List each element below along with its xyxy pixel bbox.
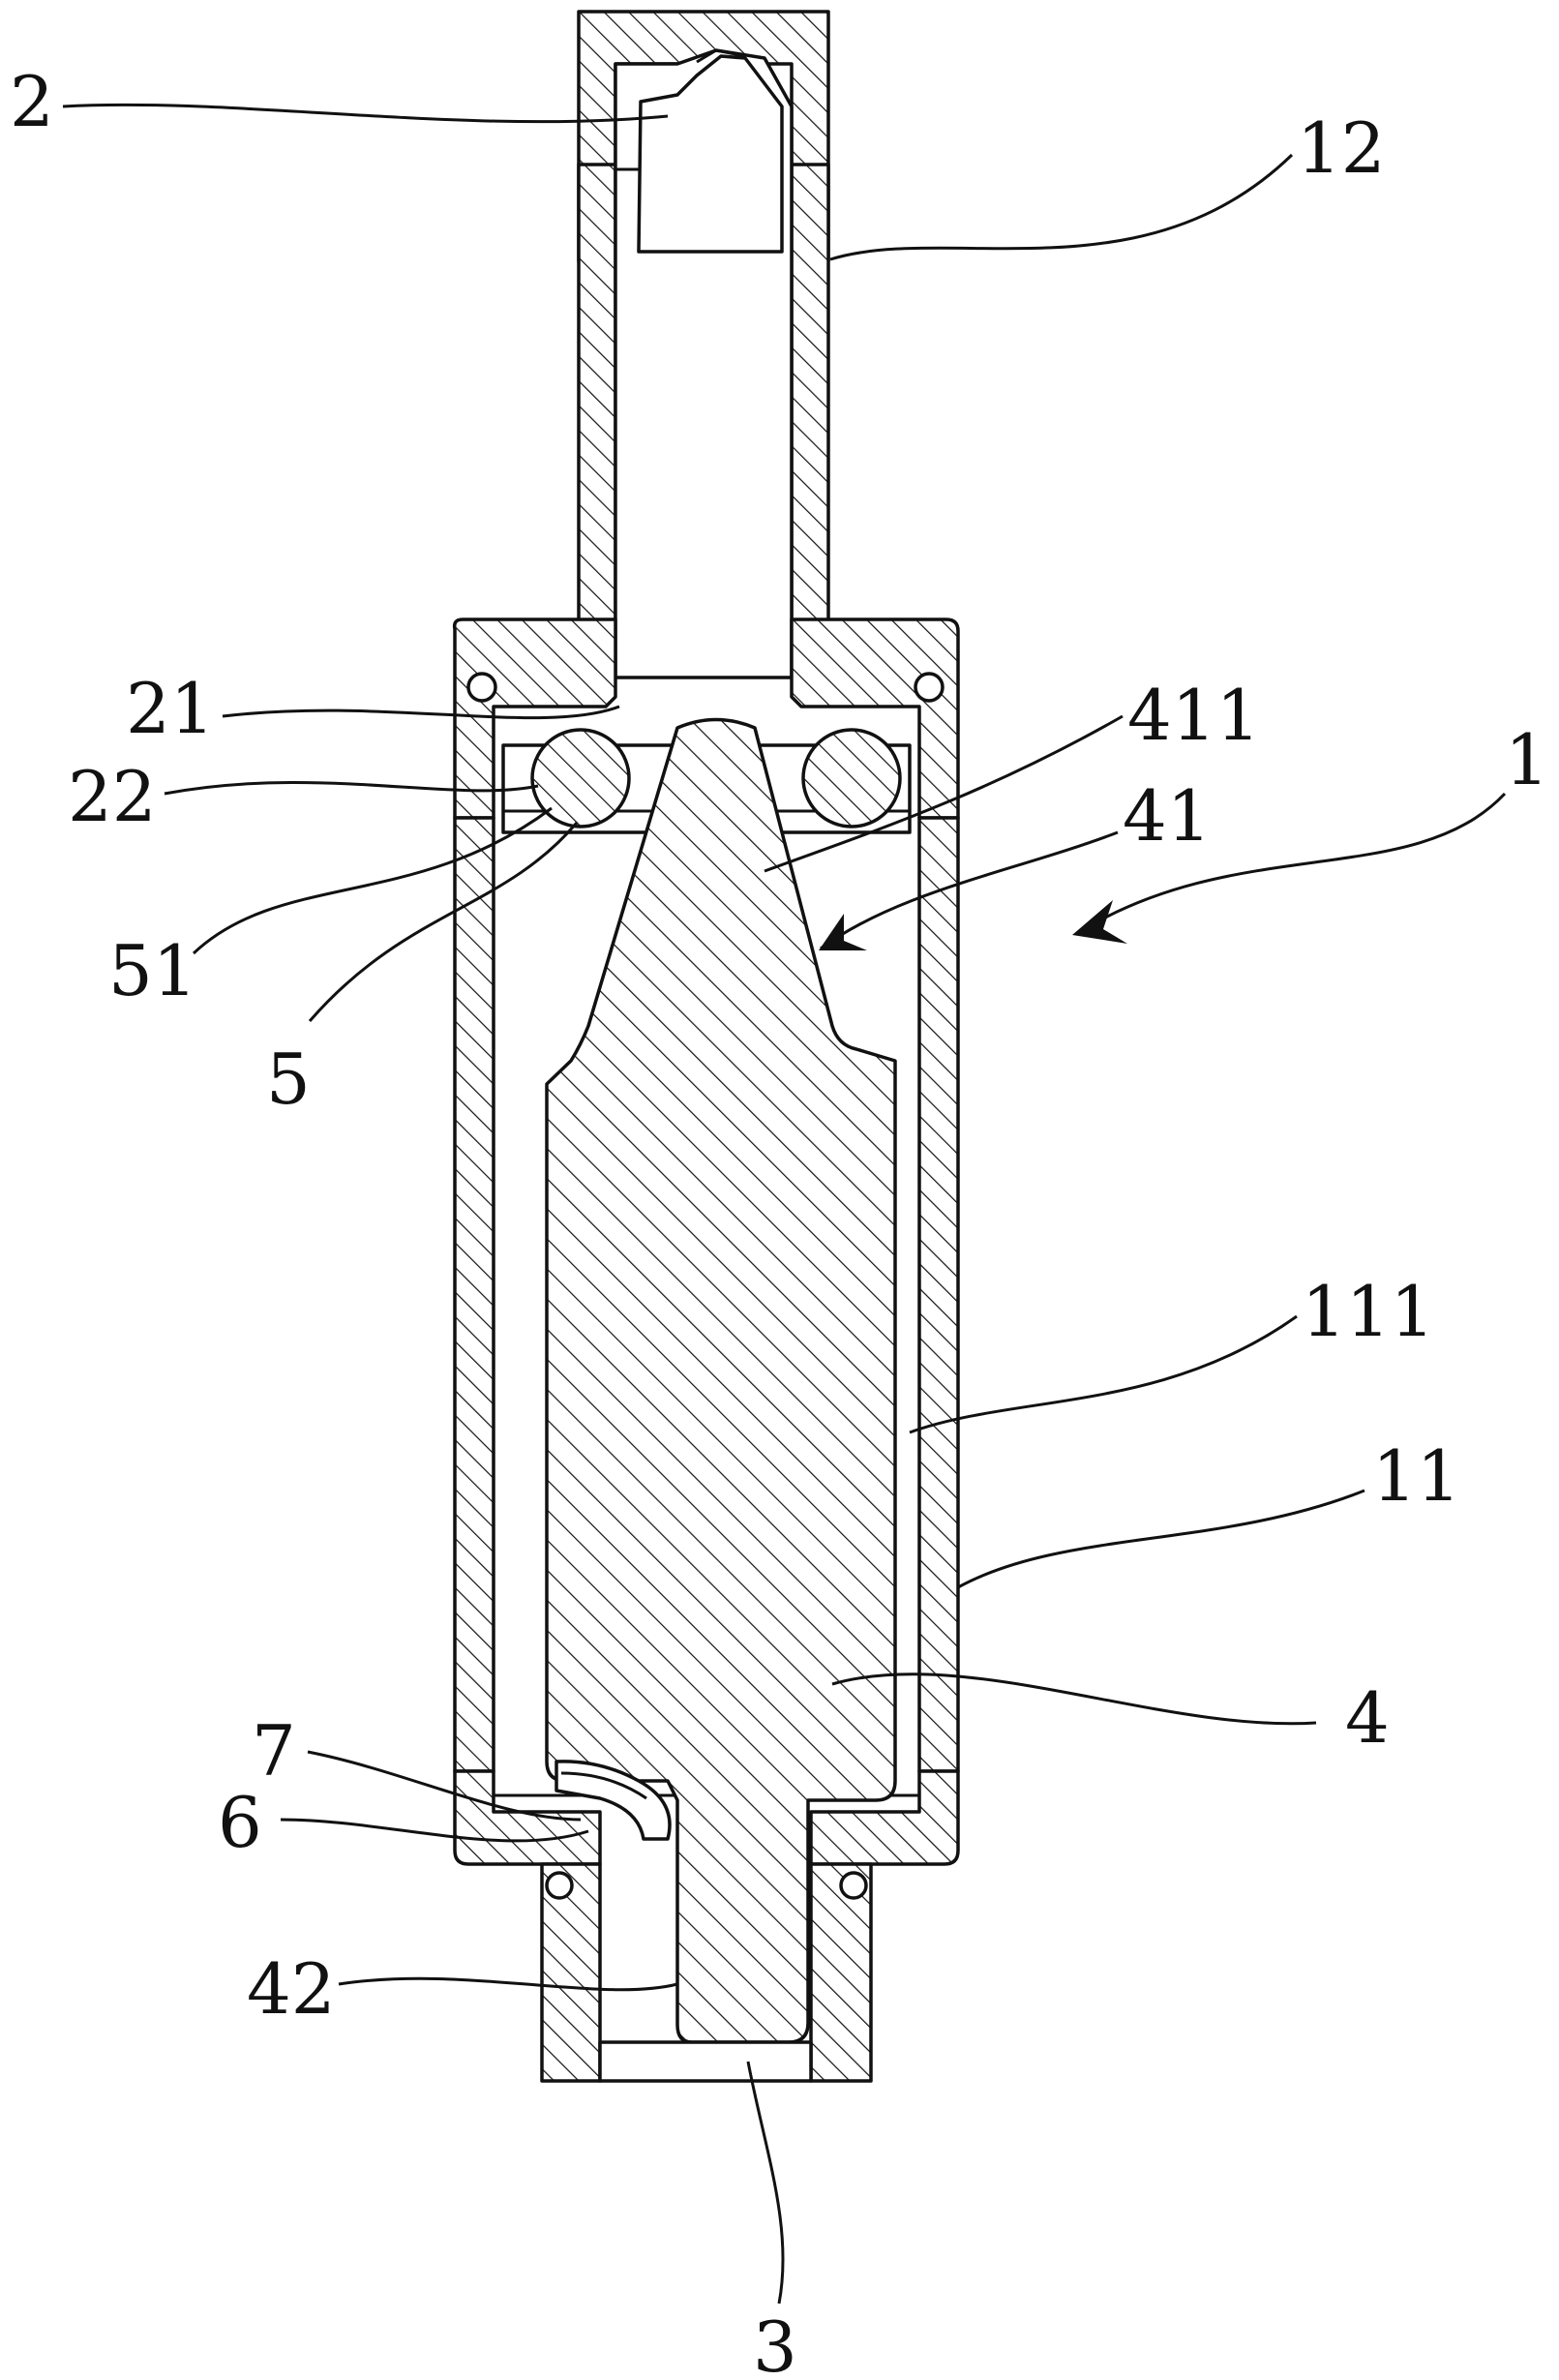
nozzle-3 [540,1862,873,2083]
leader-5 [308,822,579,1022]
leader-6 [280,1818,589,1843]
label-5: 5 [266,1039,311,1120]
label-51: 51 [108,930,197,1011]
label-22: 22 [68,756,157,837]
cylinder-right-wall [917,816,960,1773]
pin-body [637,54,784,254]
label-6: 6 [218,1782,262,1863]
ball-right [801,728,902,828]
ball-left [530,728,631,828]
leader-7 [307,1750,582,1822]
plunger-body [545,717,897,2044]
nozzle-right [809,1862,873,2083]
leader-11 [957,1489,1365,1589]
label-12: 12 [1297,107,1386,189]
leader-2 [62,103,669,124]
clip-6-7 [555,1760,672,1841]
label-2: 2 [10,61,54,142]
label-411: 411 [1127,675,1260,756]
leader-3 [746,2061,785,2305]
label-4: 4 [1345,1677,1390,1759]
label-42: 42 [247,1948,336,2030]
leader-51 [192,806,553,955]
leader-41 [820,830,1119,950]
label-111: 111 [1302,1271,1434,1352]
label-11: 11 [1372,1435,1461,1517]
labels: 2 12 21 411 1 22 41 51 5 111 11 4 7 6 42… [10,61,1549,2380]
arrow-head-1 [1072,900,1127,944]
shoulder-left [452,618,617,820]
label-41: 41 [1123,775,1212,857]
tube-right-wall [790,163,830,679]
nozzle-seal-right [839,1871,868,1900]
label-3: 3 [753,2306,797,2380]
housing-shoulder [452,618,960,820]
pin-2 [615,54,784,254]
leader-21 [222,705,620,720]
leader-12 [829,153,1294,261]
label-21: 21 [126,668,215,749]
leader-1 [1075,792,1507,936]
cylinder-left-wall [453,816,495,1773]
shoulder-right [790,618,960,820]
leader-22 [164,780,539,796]
leader-111 [909,1314,1298,1434]
leader-411 [764,714,1124,873]
cylinder-bottom-right [809,1769,960,1866]
label-1: 1 [1505,719,1549,800]
nozzle-outlet [598,2040,813,2083]
label-7: 7 [252,1710,296,1792]
arrow-head-41 [819,914,867,950]
clip-7 [555,1760,672,1841]
seal-ring-left [466,672,497,703]
nozzle-seal-left [545,1871,574,1900]
tube-left-wall [577,163,617,679]
leader-lines [62,103,1507,2305]
outer-cylinder-11 [453,816,960,1866]
leader-4 [831,1672,1317,1726]
plunger-4 [545,717,897,2044]
balls-5 [530,728,902,828]
seal-ring-right [914,672,944,703]
leader-42 [338,1976,678,1992]
